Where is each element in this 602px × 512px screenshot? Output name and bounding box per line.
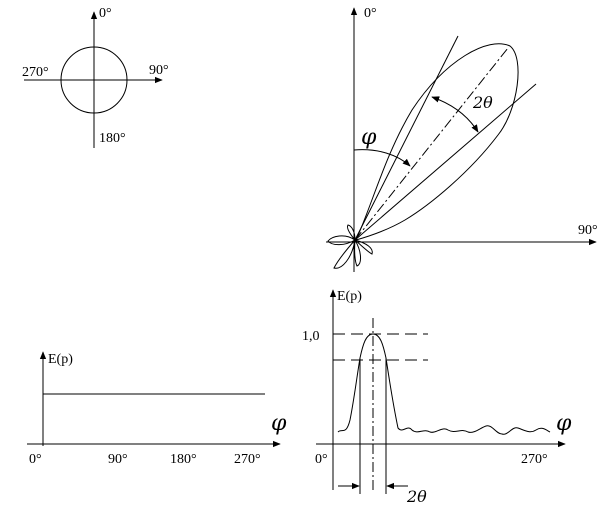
phi-arc	[354, 150, 411, 167]
beam-edge-right	[355, 84, 536, 240]
beam-tick-270: 270°	[521, 452, 548, 467]
polar-angle-phi: φ	[361, 125, 377, 150]
side-lobe-upper-left	[347, 225, 355, 240]
flat-tick-0: 0°	[29, 452, 42, 467]
compass-circle	[61, 47, 127, 113]
polar-beamwidth-label: 2θ	[472, 93, 493, 112]
beamwidth-arc	[431, 96, 479, 133]
beam-plot	[316, 289, 566, 494]
flat-plot	[27, 351, 281, 448]
beam-y-label: E(p)	[337, 289, 362, 304]
polar-label-top: 0°	[364, 6, 377, 21]
beam-axis	[355, 48, 508, 240]
beam-ytick-peak: 1,0	[302, 329, 320, 344]
polar-pattern	[326, 7, 597, 272]
beam-x-label: φ	[556, 411, 572, 436]
side-lobe-lower-left	[334, 240, 355, 268]
beam-tick-0: 0°	[315, 452, 328, 467]
compass-label-top: 0°	[99, 6, 112, 21]
side-lobe-lower-right	[355, 240, 372, 254]
compass-label-bottom: 180°	[99, 131, 126, 146]
side-lobe-lower	[355, 240, 361, 266]
beam-response-curve	[338, 334, 550, 434]
beam-edge-left	[355, 36, 458, 240]
beam-beamwidth-label: 2θ	[406, 487, 427, 506]
compass-diagram	[24, 11, 163, 148]
flat-tick-270: 270°	[234, 452, 261, 467]
flat-x-label: φ	[271, 411, 287, 436]
flat-tick-180: 180°	[170, 452, 197, 467]
side-lobe-left	[328, 236, 355, 245]
polar-label-right: 90°	[578, 223, 598, 238]
flat-tick-90: 90°	[108, 452, 128, 467]
flat-y-label: E(p)	[48, 352, 73, 367]
main-lobe	[356, 44, 518, 240]
compass-label-left: 270°	[22, 65, 49, 80]
compass-label-right: 90°	[149, 63, 169, 78]
